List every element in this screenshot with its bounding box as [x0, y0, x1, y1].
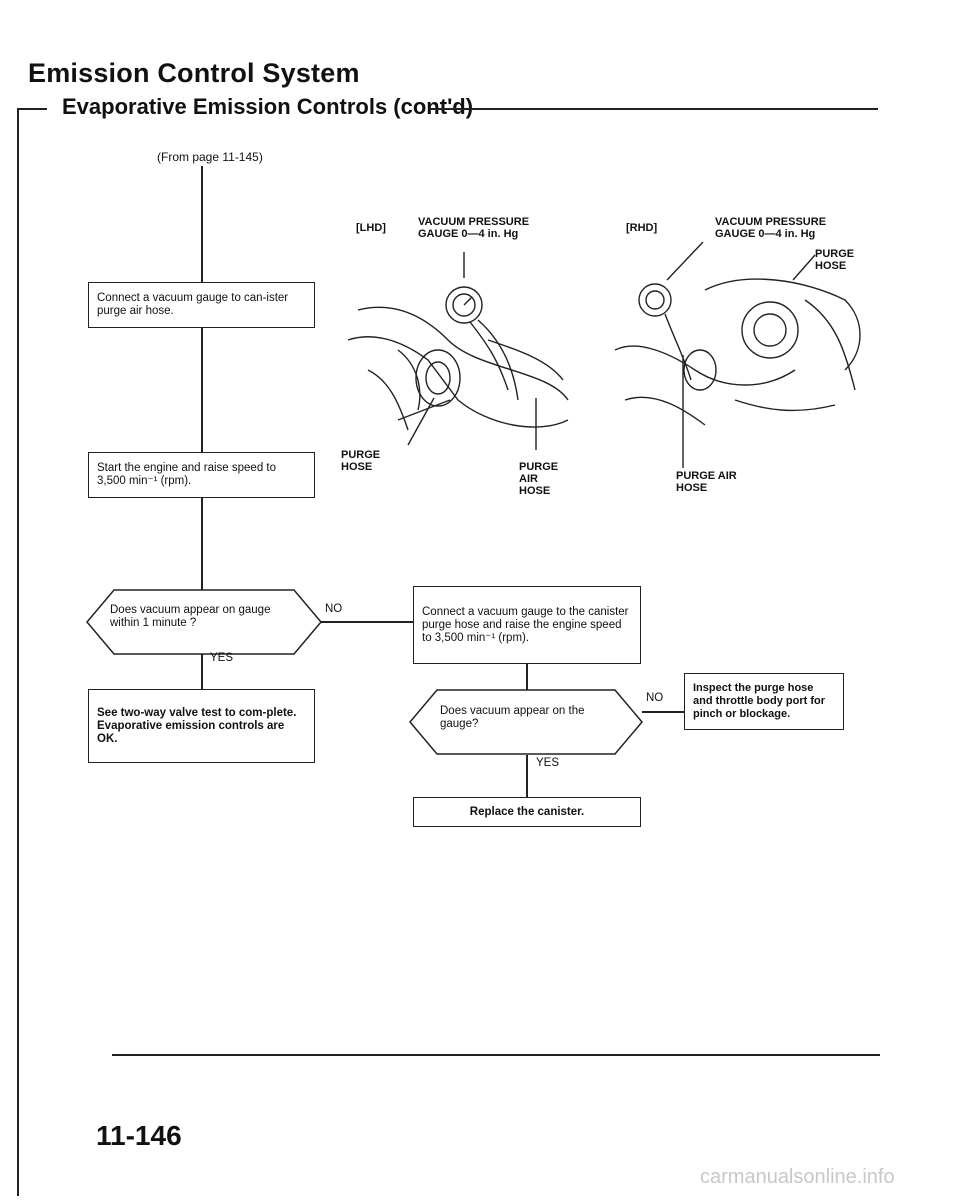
page-title: Emission Control System	[28, 58, 360, 88]
subtitle-left-vertical	[17, 108, 19, 1196]
decision-vacuum-gauge: Does vacuum appear on the gauge?	[440, 705, 585, 730]
decision-shape	[86, 589, 322, 655]
step-connect-gauge-purge-hose: Connect a vacuum gauge to the canister p…	[413, 586, 641, 664]
no-branch-line	[642, 711, 684, 713]
decision-vacuum-1min: Does vacuum appear on gauge within 1 min…	[110, 604, 271, 629]
step-inspect-purge-hose: Inspect the purge hose and throttle body…	[684, 673, 844, 730]
no-label: NO	[646, 692, 664, 704]
bottom-rule	[112, 1054, 880, 1056]
lhd-tag: [LHD]	[356, 222, 386, 234]
step-text: Start the engine and raise speed to 3,50…	[97, 462, 277, 487]
step-text: Inspect the purge hose and throttle body…	[693, 682, 825, 720]
step-connect-gauge-purge-air: Connect a vacuum gauge to can-ister purg…	[88, 282, 315, 328]
yes-label: YES	[210, 652, 234, 664]
rhd-purge-air-hose-label: PURGE AIR HOSE	[676, 470, 737, 494]
watermark: carmanualsonline.info	[700, 1166, 895, 1188]
no-branch-line	[321, 621, 413, 623]
rhd-engine-illustration	[614, 241, 861, 468]
lhd-purge-hose-label: PURGE HOSE	[341, 449, 381, 473]
subtitle-rule	[430, 108, 878, 110]
step-text: Connect a vacuum gauge to can-ister purg…	[97, 292, 289, 317]
flow-line	[201, 166, 203, 282]
decision-shape	[409, 689, 643, 755]
step-text: Replace the canister.	[469, 805, 585, 818]
step-start-engine: Start the engine and raise speed to 3,50…	[88, 452, 315, 498]
flow-line	[526, 755, 528, 797]
lhd-engine-illustration	[347, 252, 569, 450]
result-emission-ok: See two-way valve test to com-plete. Eva…	[88, 689, 315, 763]
no-label: NO	[325, 603, 343, 615]
step-text: Connect a vacuum gauge to the canister p…	[422, 605, 629, 644]
subtitle-left-bracket	[17, 108, 47, 110]
rhd-tag: [RHD]	[626, 222, 658, 234]
step-replace-canister: Replace the canister.	[413, 797, 641, 827]
rhd-purge-hose-label: PURGE HOSE	[815, 248, 855, 272]
yes-label: YES	[536, 757, 560, 769]
page-number: 11-146	[96, 1120, 182, 1151]
lhd-purge-air-hose-label: PURGE AIR HOSE	[519, 461, 559, 497]
flow-line	[201, 498, 203, 590]
lhd-gauge-label: VACUUM PRESSURE GAUGE 0—4 in. Hg	[418, 216, 530, 240]
flow-line	[201, 328, 203, 452]
flow-line	[201, 653, 203, 689]
step-text: See two-way valve test to com-plete. Eva…	[97, 706, 297, 745]
rhd-gauge-label: VACUUM PRESSURE GAUGE 0—4 in. Hg	[715, 216, 827, 240]
section-subtitle: Evaporative Emission Controls (cont'd)	[62, 94, 474, 119]
from-page-ref: (From page 11-145)	[157, 150, 263, 164]
flow-line	[526, 664, 528, 690]
